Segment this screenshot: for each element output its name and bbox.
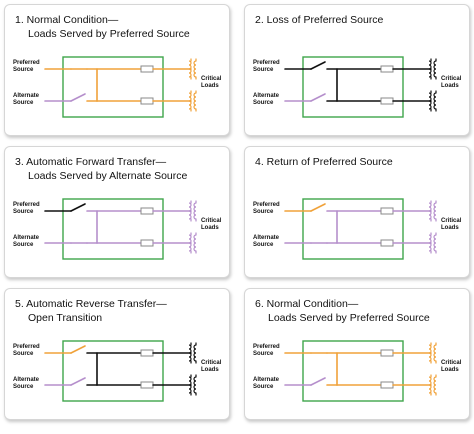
top-breaker: [140, 349, 154, 357]
title-line-1: 5. Automatic Reverse Transfer—: [15, 298, 167, 310]
title-line-2: Loads Served by Alternate Source: [28, 170, 188, 182]
bottom-transformer-secondary: [193, 234, 197, 252]
one-line-diagram: [44, 198, 197, 260]
top-transformer-primary: [428, 344, 432, 362]
top-transformer-primary: [188, 202, 192, 220]
top-transformer-primary: [188, 60, 192, 78]
switchgear-box: [62, 198, 164, 260]
bottom-breaker: [380, 239, 394, 247]
title-line-2: Loads Served by Preferred Source: [268, 312, 430, 324]
title-line-2: Loads Served by Preferred Source: [28, 28, 190, 40]
top-transformer-primary: [428, 202, 432, 220]
title-line-2: Open Transition: [28, 312, 103, 324]
bottom-transformer-primary: [188, 92, 192, 110]
preferred-switch-open: [310, 61, 326, 70]
top-breaker: [140, 207, 154, 215]
bottom-transformer-secondary: [433, 92, 437, 110]
bottom-transformer-primary: [428, 92, 432, 110]
top-breaker: [140, 65, 154, 73]
switchgear-box: [302, 340, 404, 402]
title-line-1: 2. Loss of Preferred Source: [255, 14, 384, 26]
title-line-1: 6. Normal Condition—: [255, 298, 359, 310]
panel-title: 6. Normal Condition— Loads Served by Pre…: [255, 297, 463, 325]
panel-title: 5. Automatic Reverse Transfer— Open Tran…: [15, 297, 223, 325]
top-transformer-secondary: [433, 344, 437, 362]
top-transformer-secondary: [433, 60, 437, 78]
bottom-transformer-primary: [428, 376, 432, 394]
bottom-transformer-secondary: [433, 234, 437, 252]
one-line-diagram: [44, 340, 197, 402]
bottom-transformer-secondary: [193, 376, 197, 394]
bottom-transformer-primary: [428, 234, 432, 252]
preferred-switch-open: [70, 345, 86, 354]
panel-title: 4. Return of Preferred Source: [255, 155, 463, 169]
panel-6: 6. Normal Condition— Loads Served by Pre…: [244, 288, 470, 420]
title-line-1: 1. Normal Condition—: [15, 14, 119, 26]
panel-title: 2. Loss of Preferred Source: [255, 13, 463, 27]
bottom-breaker: [380, 381, 394, 389]
bottom-transformer-secondary: [193, 92, 197, 110]
switchgear-box: [302, 198, 404, 260]
top-transformer-primary: [188, 344, 192, 362]
panel-3: 3. Automatic Forward Transfer— Loads Ser…: [4, 146, 230, 278]
switchgear-box: [62, 340, 164, 402]
preferred-switch-open: [70, 203, 86, 212]
switchgear-box: [62, 56, 164, 118]
panel-5: 5. Automatic Reverse Transfer— Open Tran…: [4, 288, 230, 420]
top-transformer-secondary: [433, 202, 437, 220]
one-line-diagram: [284, 56, 437, 118]
one-line-diagram: [284, 340, 437, 402]
title-line-1: 4. Return of Preferred Source: [255, 156, 393, 168]
top-transformer-secondary: [193, 344, 197, 362]
bottom-breaker: [140, 97, 154, 105]
panel-1: 1. Normal Condition— Loads Served by Pre…: [4, 4, 230, 136]
panel-title: 3. Automatic Forward Transfer— Loads Ser…: [15, 155, 223, 183]
top-breaker: [380, 349, 394, 357]
alternate-switch-open: [70, 377, 86, 386]
one-line-diagram: [284, 198, 437, 260]
alternate-switch-open: [70, 93, 86, 102]
alternate-switch-open: [310, 377, 326, 386]
bottom-transformer-primary: [188, 234, 192, 252]
top-breaker: [380, 207, 394, 215]
bottom-transformer-secondary: [433, 376, 437, 394]
top-transformer-secondary: [193, 202, 197, 220]
title-line-1: 3. Automatic Forward Transfer—: [15, 156, 167, 168]
bottom-breaker: [140, 381, 154, 389]
alternate-switch-open: [310, 93, 326, 102]
one-line-diagram: [44, 56, 197, 118]
preferred-switch-open: [310, 203, 326, 212]
top-transformer-secondary: [193, 60, 197, 78]
bottom-transformer-primary: [188, 376, 192, 394]
bottom-breaker: [140, 239, 154, 247]
panel-title: 1. Normal Condition— Loads Served by Pre…: [15, 13, 223, 41]
top-breaker: [380, 65, 394, 73]
bottom-breaker: [380, 97, 394, 105]
top-transformer-primary: [428, 60, 432, 78]
switchgear-box: [302, 56, 404, 118]
